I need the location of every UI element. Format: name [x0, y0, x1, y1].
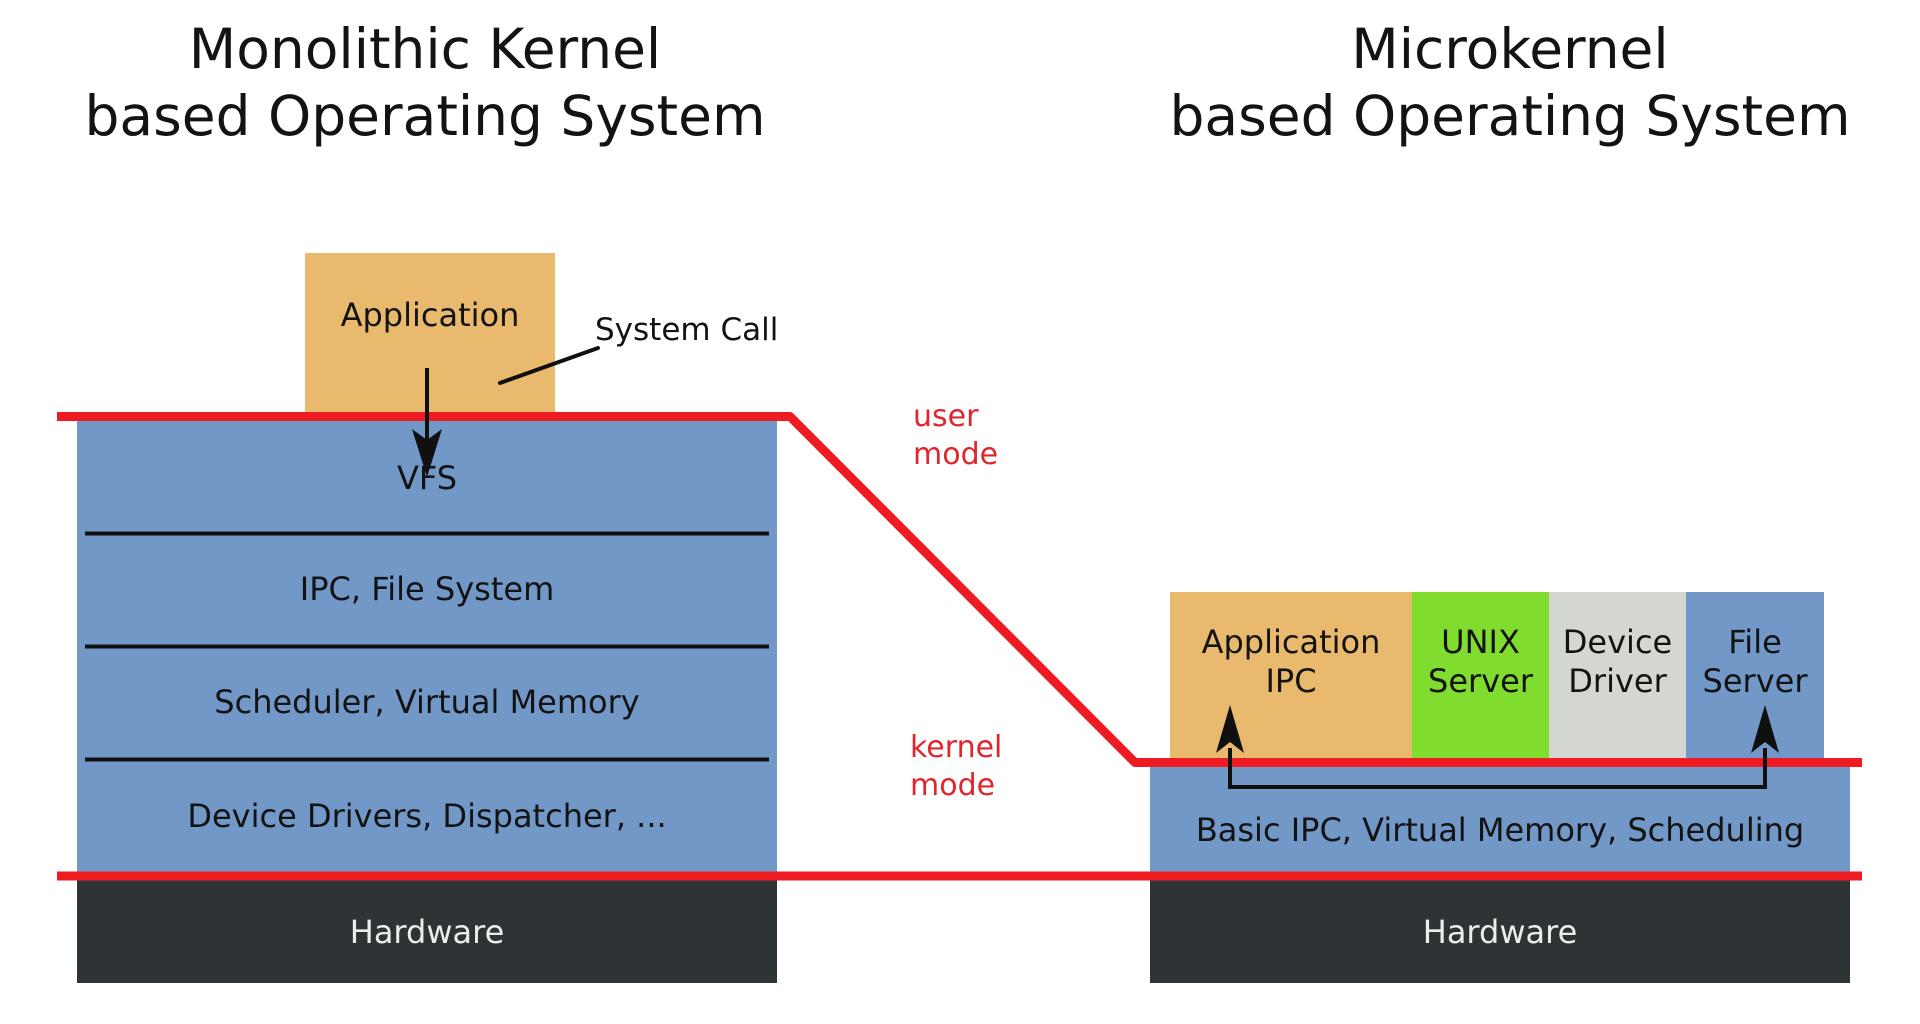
device-driver-label: Device Driver — [1563, 623, 1672, 701]
device-driver-box: Device Driver — [1549, 592, 1686, 758]
hardware-box-right: Hardware — [1150, 880, 1850, 983]
kernel-mode-line1: kernel — [910, 730, 1003, 765]
device-driver-line1: Device — [1562, 623, 1673, 661]
microkernel-title: Microkernel based Operating System — [1110, 16, 1910, 150]
application-ipc-label: Application IPC — [1202, 623, 1381, 701]
file-server-line1: File — [1728, 623, 1782, 661]
hardware-label-left: Hardware — [349, 912, 505, 951]
layer-scheduler-vm: Scheduler, Virtual Memory — [214, 683, 640, 721]
hardware-label-right: Hardware — [1422, 912, 1578, 951]
hardware-box-left: Hardware — [77, 880, 777, 983]
file-server-label: File Server — [1703, 623, 1808, 701]
unix-server-box: UNIX Server — [1412, 592, 1549, 758]
user-mode-label: user mode — [913, 398, 1113, 474]
microkernel-title-line1: Microkernel — [1351, 17, 1669, 81]
layer-vfs: VFS — [396, 459, 458, 497]
microkernel-block: Basic IPC, Virtual Memory, Scheduling — [1150, 767, 1850, 876]
device-driver-line2: Driver — [1568, 662, 1667, 700]
application-box: Application — [305, 253, 555, 413]
user-mode-line1: user — [913, 399, 979, 434]
monolithic-title-line2: based Operating System — [84, 84, 766, 148]
unix-server-label: UNIX Server — [1428, 623, 1533, 701]
user-mode-line2: mode — [913, 437, 999, 472]
file-server-box: File Server — [1686, 592, 1824, 758]
file-server-line2: Server — [1702, 662, 1808, 700]
application-ipc-line2: IPC — [1265, 662, 1317, 700]
microkernel-title-line2: based Operating System — [1169, 84, 1851, 148]
kernel-mode-line2: mode — [910, 768, 996, 803]
system-call-label: System Call — [595, 312, 779, 348]
unix-server-line1: UNIX — [1441, 623, 1520, 661]
layer-device-drivers: Device Drivers, Dispatcher, ... — [187, 797, 667, 835]
monolithic-title: Monolithic Kernel based Operating System — [25, 16, 825, 150]
microkernel-label: Basic IPC, Virtual Memory, Scheduling — [1195, 810, 1805, 849]
application-ipc-box: Application IPC — [1170, 592, 1412, 758]
application-ipc-line1: Application — [1201, 623, 1381, 661]
kernel-mode-label: kernel mode — [910, 729, 1110, 805]
monolithic-title-line1: Monolithic Kernel — [188, 17, 662, 81]
unix-server-line2: Server — [1428, 662, 1533, 700]
layer-ipc-filesystem: IPC, File System — [299, 570, 555, 608]
application-label: Application — [340, 296, 520, 334]
